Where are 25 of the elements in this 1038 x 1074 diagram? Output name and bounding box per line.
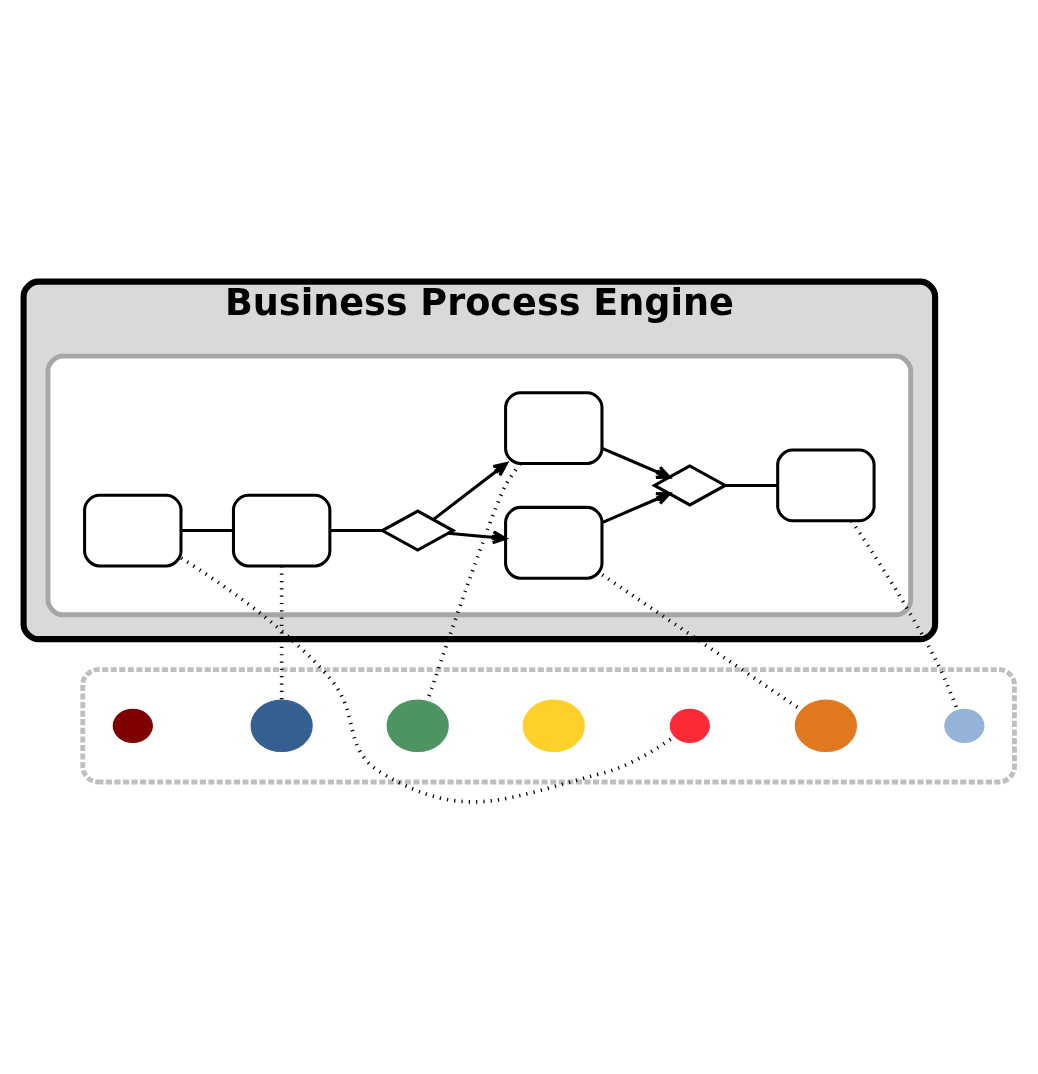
node-circle xyxy=(944,708,985,743)
cluster xyxy=(45,353,914,618)
node-circle xyxy=(522,699,585,753)
node-box xyxy=(231,493,332,568)
arrow xyxy=(448,530,507,545)
node-circle xyxy=(112,708,153,743)
node-box xyxy=(83,493,183,568)
arrow xyxy=(432,461,508,521)
node-box xyxy=(776,448,876,523)
connector xyxy=(850,519,960,711)
connector xyxy=(330,529,382,533)
node-circle xyxy=(250,699,313,753)
node-box xyxy=(504,505,604,580)
arrow xyxy=(601,446,671,479)
cluster xyxy=(80,667,1017,785)
connector xyxy=(725,483,778,487)
node-circle xyxy=(794,699,857,753)
node-box xyxy=(504,391,604,465)
arrow xyxy=(601,491,671,524)
node-diamond xyxy=(379,509,457,552)
connector xyxy=(279,566,284,700)
node-circle xyxy=(669,708,710,743)
node-circle xyxy=(386,699,449,753)
connector xyxy=(181,529,234,533)
cluster: Business Process Engine xyxy=(20,278,939,643)
